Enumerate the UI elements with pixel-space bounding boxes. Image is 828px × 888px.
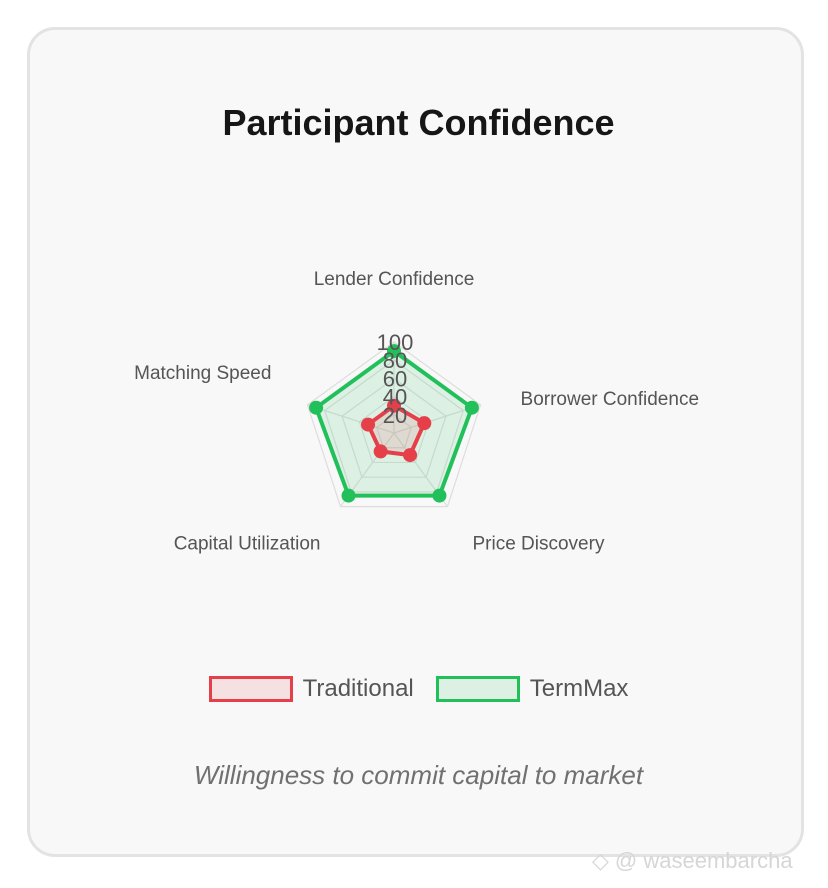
grid-ring-80 [324, 359, 464, 493]
axis-label-2: Price Discovery [472, 534, 604, 555]
watermark: ◇ @ waseembarcha [592, 848, 793, 874]
data-point-termmax-2 [432, 488, 447, 503]
tick-label-100: 100 [377, 330, 414, 355]
data-point-traditional-1 [417, 416, 432, 431]
chart-caption: Willingness to commit capital to market [193, 760, 644, 790]
data-point-traditional-3 [373, 444, 388, 459]
data-point-termmax-4 [309, 400, 324, 415]
tick-label-80: 80 [383, 348, 407, 373]
legend-item-traditional[interactable]: Traditional [208, 675, 414, 703]
legend-item-termmax[interactable]: TermMax [435, 675, 629, 703]
legend-label-traditional: Traditional [302, 675, 414, 702]
data-point-termmax-3 [341, 488, 356, 503]
data-point-traditional-4 [361, 417, 376, 432]
tick-label-40: 40 [383, 385, 407, 410]
watermark-text: @ waseembarcha [614, 848, 793, 873]
tick-label-20: 20 [383, 403, 407, 428]
chart-title: Participant Confidence [222, 102, 615, 143]
data-point-traditional-0 [387, 398, 401, 413]
data-point-termmax-1 [464, 400, 479, 415]
axis-label-0: Lender Confidence [314, 269, 475, 290]
grid-ring-20 [375, 414, 413, 449]
axis-label-3: Capital Utilization [174, 534, 321, 555]
legend-swatch-traditional [208, 676, 293, 702]
data-point-termmax-0 [387, 344, 401, 359]
tick-label-60: 60 [383, 366, 407, 391]
axis-label-4: Matching Speed [134, 363, 271, 384]
grid-ring-60 [341, 377, 447, 478]
legend: Traditional TermMax [30, 675, 807, 703]
watermark-logo-icon: ◇ [592, 848, 609, 873]
legend-swatch-termmax [435, 676, 520, 702]
legend-label-termmax: TermMax [529, 675, 629, 702]
axis-label-1: Borrower Confidence [521, 389, 699, 410]
data-point-traditional-2 [403, 448, 418, 463]
series-area-termmax [314, 349, 474, 498]
grid-ring-100 [306, 341, 482, 508]
